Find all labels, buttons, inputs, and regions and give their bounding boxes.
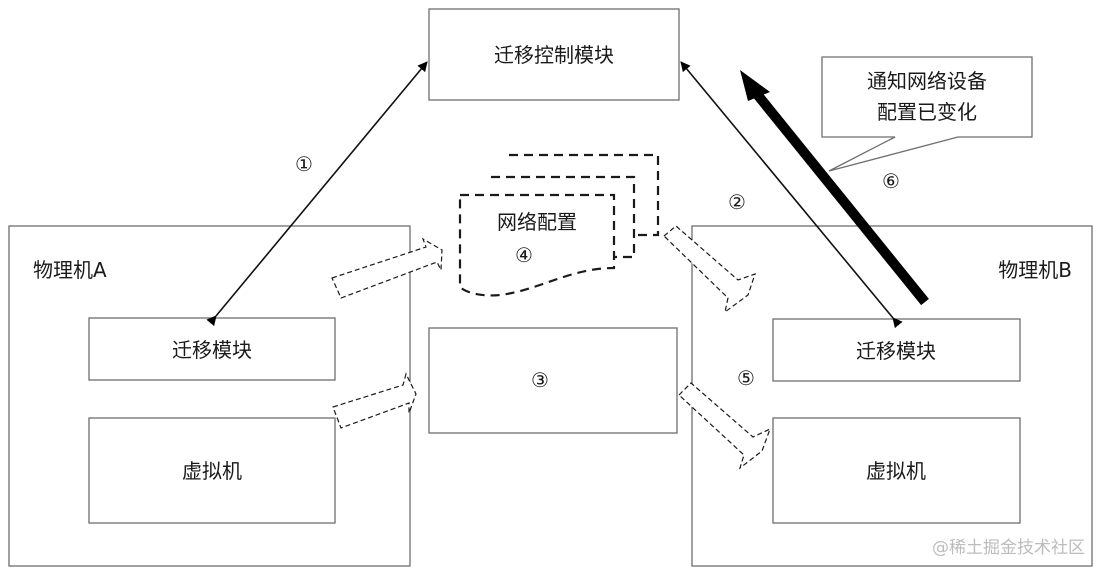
step-6: ⑥ [882,169,900,193]
host-b-migration-module-label: 迁移模块 [856,339,936,363]
middle-box [428,327,678,434]
network-config-label: 网络配置 [497,210,577,234]
network-config-documents [458,153,660,297]
migration-control-module-box [428,8,680,101]
watermark: @稀土掘金技术社区 [932,538,1085,558]
hollow-arrow-vm-a-to-middle-box [332,372,417,429]
step-5: ⑤ [737,366,755,390]
step-1: ① [295,152,313,176]
host-b-vm-label: 虚拟机 [866,459,926,483]
host-a-label: 物理机A [33,258,107,282]
host-b-vm-box [772,417,1021,524]
host-a-vm-label: 虚拟机 [182,459,242,483]
migration-control-module-label: 迁移控制模块 [494,43,614,67]
step-2: ② [728,190,746,214]
host-a-vm-box [88,417,336,524]
callout-line1: 通知网络设备 [867,69,987,93]
arrow-step2-bidirectional [680,61,903,329]
arrow-step6-thick [748,84,929,306]
host-b-migration-module-box [772,318,1021,382]
arrow-step1-bidirectional [206,61,428,327]
callout-line2: 配置已变化 [877,100,977,124]
host-a-migration-module-label: 迁移模块 [172,338,252,362]
hollow-arrow-middle-box-to-vm-b [678,382,772,470]
step-3: ③ [531,368,549,392]
step-4: ④ [515,243,533,267]
host-b-label: 物理机B [998,258,1072,282]
callout-box [821,56,1033,172]
network-config-doc-front [458,193,616,297]
arrow-step6-head-icon [740,70,770,101]
